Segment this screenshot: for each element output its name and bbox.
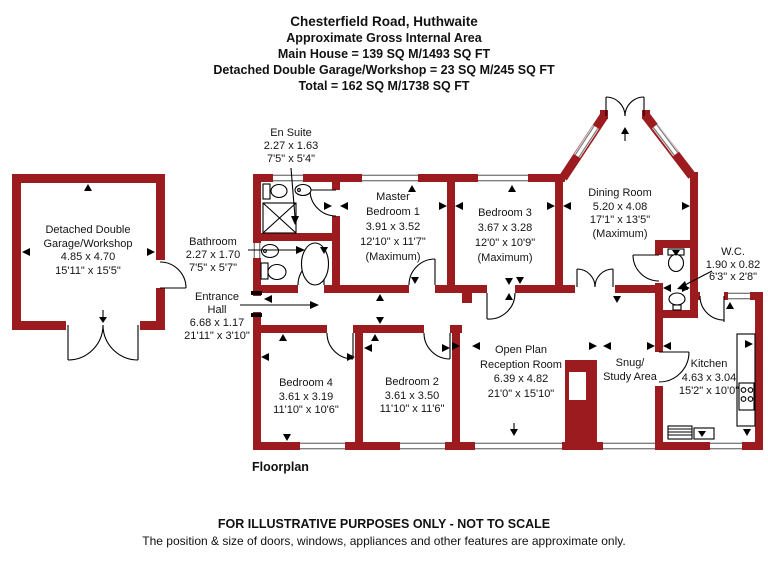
bathroom-toilet-icon [260, 262, 287, 281]
en-suite-arrow [290, 167, 299, 225]
shower-icon [262, 202, 297, 234]
en-suite-sink-icon [294, 183, 312, 197]
wc-arrow [677, 270, 713, 290]
measurement-arrows [22, 127, 753, 441]
master-bedroom-door [408, 258, 436, 286]
garage-side-door [159, 261, 187, 289]
bathroom-arrow [248, 246, 305, 254]
floorplan-caption: Floorplan [252, 460, 309, 474]
footer-disclaimer-text: The position & size of doors, windows, a… [142, 534, 626, 548]
dining-bay-french-doors [605, 96, 645, 117]
kitchen-counter [736, 333, 756, 427]
hob-icon [738, 382, 755, 411]
garage-double-doors [67, 324, 139, 361]
header-subtitle: Approximate Gross Internal Area [286, 31, 482, 45]
label-arrows [240, 167, 713, 309]
header-garage: Detached Double Garage/Workshop = 23 SQ … [213, 63, 555, 77]
kitchen-back-door [699, 295, 725, 322]
footer-disclaimer-title: FOR ILLUSTRATIVE PURPOSES ONLY - NOT TO … [217, 517, 551, 531]
wc-sink-icon [668, 292, 686, 311]
header-main-house: Main House = 139 SQ M/1493 SQ FT [277, 47, 491, 61]
bedroom-3-door [486, 292, 516, 320]
bedroom-2-door [423, 332, 451, 360]
bathroom-sink-icon [260, 243, 280, 259]
dining-inner-double-doors [576, 268, 614, 288]
en-suite-toilet-icon [262, 183, 288, 200]
label-snug: Snug/Study Area [603, 357, 657, 383]
en-suite-door [309, 189, 337, 217]
entrance-hall-arrow [240, 301, 319, 309]
kitchen-door [658, 351, 690, 383]
kitchen-sink-icon [667, 425, 715, 440]
header-total: Total = 162 SQ M/1738 SQ FT [298, 79, 470, 93]
wc-door [632, 254, 660, 282]
windows [251, 123, 750, 450]
page-title: Chesterfield Road, Huthwaite [290, 14, 478, 29]
bath-icon [300, 242, 330, 286]
